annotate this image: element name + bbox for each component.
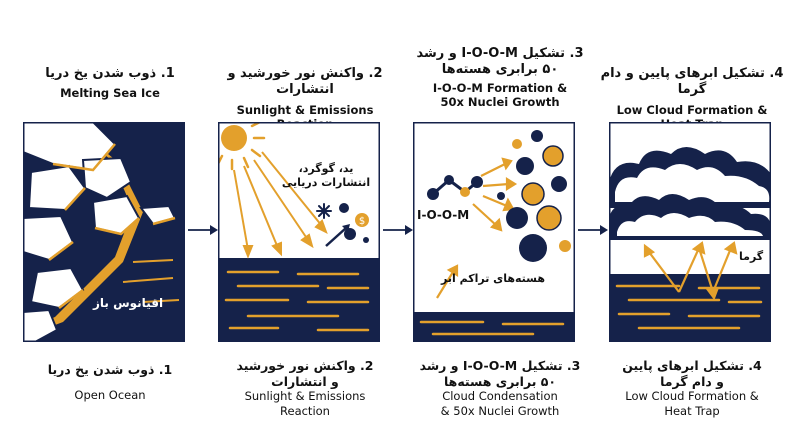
caption-fa: 2. واکنش نور خورشید و انتشارات [227, 66, 383, 98]
emissions-label-line: ید، گوگرد، [298, 162, 354, 175]
caption-en: Sunlight & Emissions [244, 389, 366, 404]
caption-en: I-O-O-M Formation & [432, 80, 568, 95]
caption-en: 50x Nuclei Growth [440, 94, 560, 109]
caption-fa: 1. ذوب شدن یخ دریا [45, 66, 175, 81]
caption-en: Open Ocean [74, 387, 146, 402]
caption-bottom-1: 1. ذوب شدن یخ دریا Open Ocean [15, 362, 205, 402]
caption-fa: 1. ذوب شدن یخ دریا [47, 362, 173, 377]
caption-fa: ۵۰ برابری هسته‌ها [443, 373, 557, 389]
caption-en: Cloud Condensation [442, 389, 558, 404]
emissions-label-line: انتشارات دریایی [281, 176, 371, 190]
caption-en: & 50x Nuclei Growth [440, 403, 560, 418]
heat-label: گرما [739, 250, 764, 263]
arrow-right-icon [383, 225, 413, 235]
svg-text:$: $ [359, 216, 365, 227]
clouds-illustration [609, 122, 771, 342]
caption-fa: 4. تشکیل ابرهای پایین [622, 358, 762, 373]
arrow-right-icon [578, 225, 608, 235]
caption-en: Reaction [280, 403, 330, 418]
open-ocean-label: اقیانوس باز [93, 296, 164, 310]
caption-en: Sunlight & Emissions [236, 102, 374, 117]
panel-low-clouds: گرما [609, 122, 771, 342]
panel-sunlight-emissions: $ ید، گوگرد، انتشارات دریایی [218, 122, 380, 342]
sea-ice-illustration [23, 122, 185, 342]
caption-bottom-2: 2. واکنش نور خورشید و انتشارات Sunlight … [210, 358, 400, 418]
caption-fa: 4. تشکیل ابرهای پایین و دام گرما [600, 66, 784, 98]
emissions-label: ید، گوگرد، انتشارات دریایی [278, 162, 374, 191]
panel-melting-sea-ice: اقیانوس باز [23, 122, 185, 342]
caption-fa: 2. واکنش نور خورشید [236, 358, 374, 373]
panel-iooom-nuclei: I-O-O-M هسته‌های تراکم ابر [413, 122, 575, 342]
caption-fa: و انتشارات [271, 373, 339, 389]
caption-en: Melting Sea Ice [60, 86, 160, 101]
nuclei-label: هسته‌های تراکم ابر [441, 272, 545, 285]
caption-bottom-3: 3. تشکیل I-O-O-M و رشد ۵۰ برابری هسته‌ها… [400, 358, 600, 418]
caption-en: Low Cloud Formation & [625, 389, 759, 404]
nuclei-illustration [413, 122, 575, 342]
caption-fa: 3. تشکیل I-O-O-M و رشد [419, 358, 581, 373]
arrow-right-icon [188, 225, 218, 235]
caption-en: Low Cloud Formation & [616, 102, 768, 117]
caption-fa: و دام گرما [660, 373, 724, 389]
caption-en: Heat Trap [664, 403, 720, 418]
sunlight-illustration: $ [218, 122, 380, 342]
caption-top-1: 1. ذوب شدن یخ دریا Melting Sea Ice [15, 66, 205, 101]
molecule-label: I-O-O-M [417, 208, 470, 222]
caption-bottom-4: 4. تشکیل ابرهای پایین و دام گرما Low Clo… [592, 358, 792, 418]
caption-fa: 3. تشکیل I-O-O-M و رشد ۵۰ برابری هسته‌ها [416, 46, 584, 78]
caption-top-3: 3. تشکیل I-O-O-M و رشد ۵۰ برابری هسته‌ها… [400, 46, 600, 109]
